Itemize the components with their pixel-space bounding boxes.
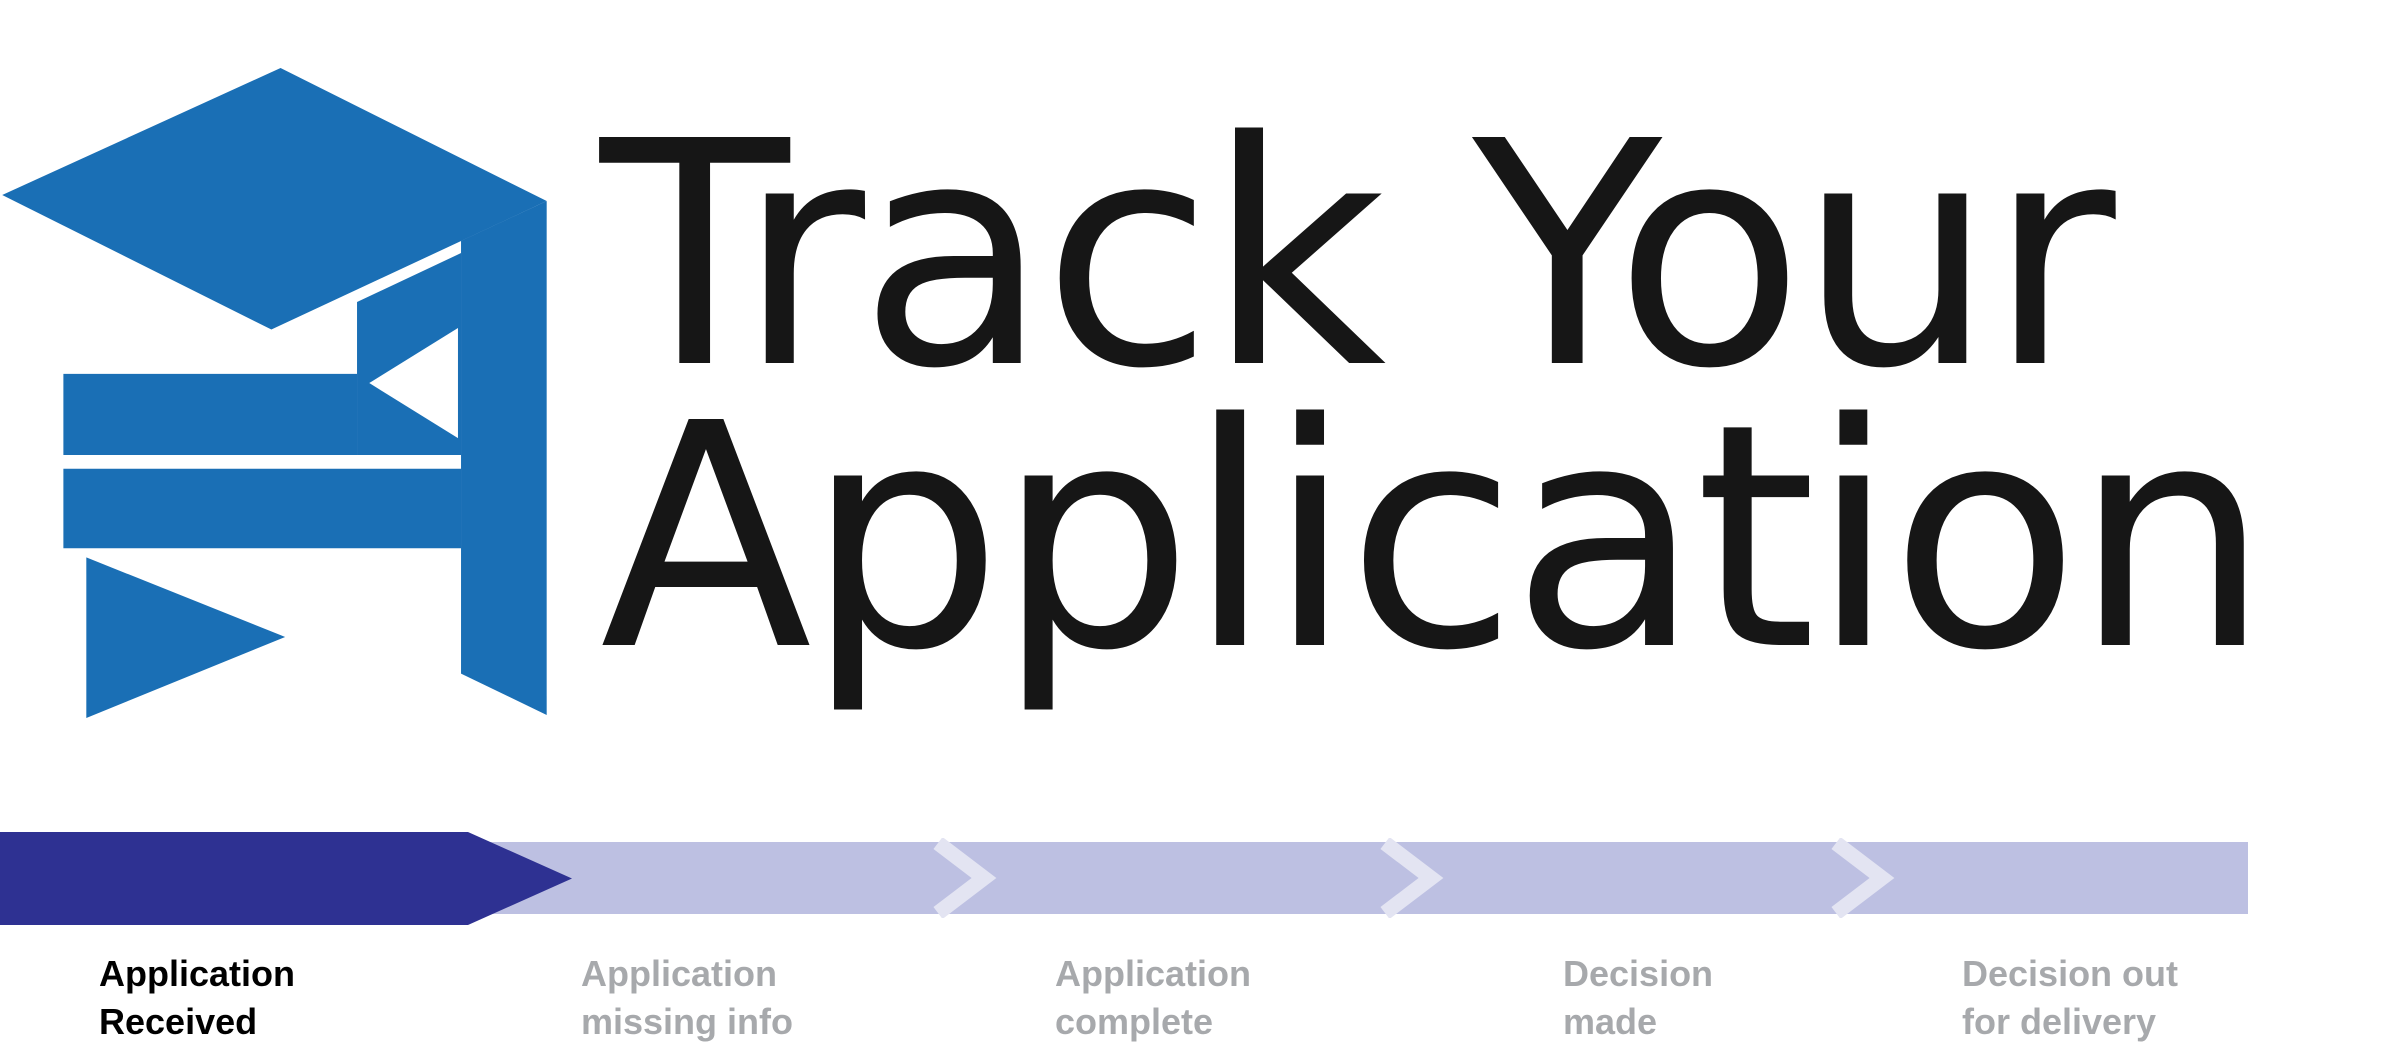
chevron-right-icon: [1380, 838, 1444, 918]
step-label-line1: Decision out: [1962, 953, 2179, 994]
step-label-line1: Application: [581, 953, 777, 994]
step-label-line1: Application: [1055, 953, 1251, 994]
step-label-line2: complete: [1055, 1001, 1214, 1043]
step-label-line1: Decision: [1563, 953, 1714, 994]
step-label-line2: Received: [99, 1001, 258, 1043]
step-label-application-received: Application Received: [99, 950, 295, 1046]
track-your-application-logo-icon: [2, 68, 547, 718]
step-label-line2: made: [1563, 1001, 1658, 1043]
step-label-line1: Application: [99, 953, 295, 994]
step-label-line2: missing info: [581, 1001, 794, 1043]
step-label-application-complete: Application complete: [1055, 950, 1251, 1046]
chevron-right-icon: [1831, 838, 1895, 918]
step-label-line2: for delivery: [1962, 1001, 2157, 1043]
step-label-decision-out-for-delivery: Decision out for delivery: [1962, 950, 2178, 1046]
step-label-decision-made: Decision made: [1563, 950, 1713, 1046]
step-label-application-missing-info: Application missing info: [581, 950, 793, 1046]
page-title-line2: Application: [600, 358, 2270, 720]
page-title-line1: Track Your: [600, 76, 2116, 437]
progress-segment-active: [0, 832, 572, 925]
chevron-right-icon: [933, 838, 997, 918]
page-title: Track Your Application: [600, 76, 2270, 720]
